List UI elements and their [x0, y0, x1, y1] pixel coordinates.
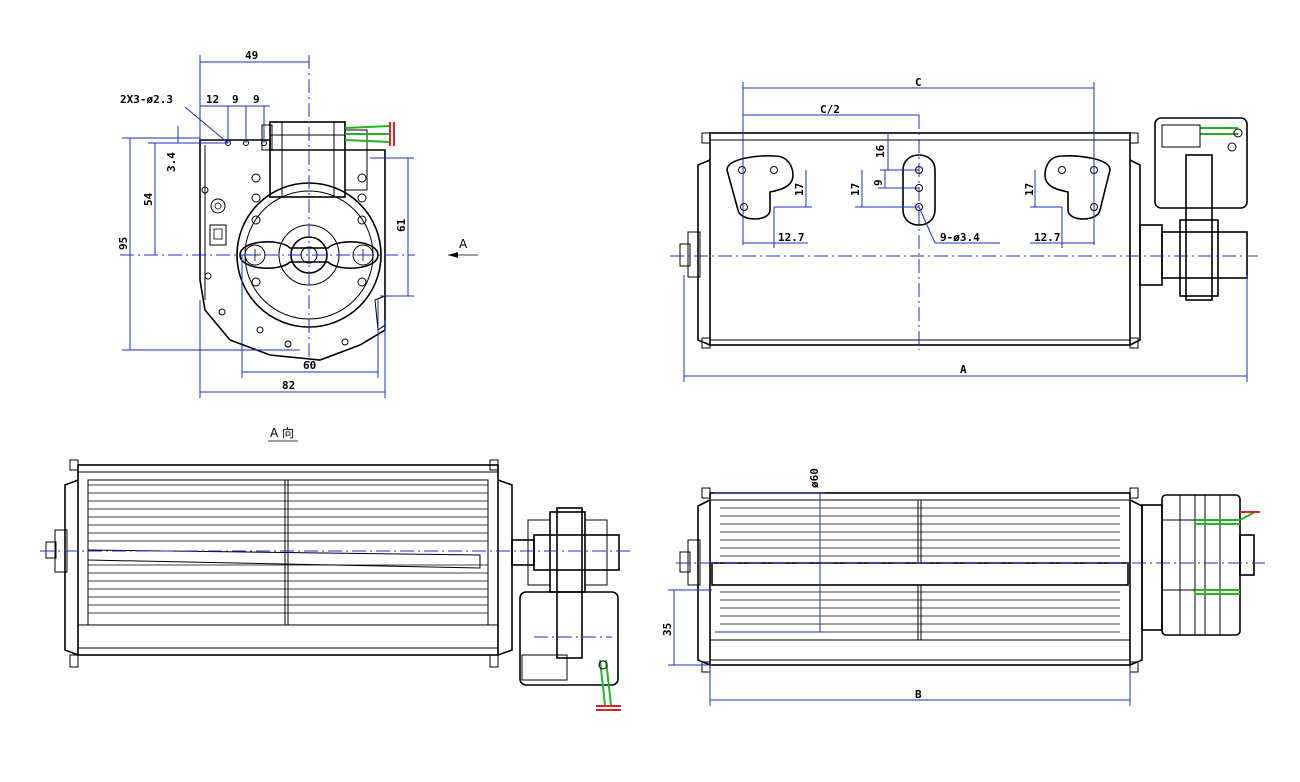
top-dim-16: 16 — [874, 144, 887, 158]
a-direction-view: A 向 — [40, 425, 630, 711]
top-dim-17-left: 17 — [793, 183, 806, 196]
side-dim-82: 82 — [282, 379, 295, 392]
top-dim-a: A — [960, 363, 967, 376]
top-view: C C/2 16 9 17 17 17 12.7 12.7 9-ø3.4 A — [670, 76, 1258, 382]
a-view-caption: A 向 — [270, 425, 294, 440]
front-dim-35: 35 — [661, 623, 674, 636]
side-dim-60: 60 — [303, 359, 316, 372]
side-view: 49 2X3-ø2.3 12 9 9 3.4 54 95 61 60 82 — [117, 49, 478, 398]
side-dim-95: 95 — [117, 237, 130, 250]
side-dim-9a: 9 — [232, 93, 239, 106]
front-dim-b: B — [915, 688, 922, 701]
side-dim-holes: 2X3-ø2.3 — [120, 93, 173, 106]
top-dim-12-7-left: 12.7 — [778, 231, 805, 244]
top-dim-12-7-right: 12.7 — [1034, 231, 1061, 244]
top-dim-c2: C/2 — [820, 103, 840, 116]
top-dim-17-mid: 17 — [849, 183, 862, 196]
side-dim-12: 12 — [206, 93, 219, 106]
top-dim-slots: 9-ø3.4 — [940, 231, 980, 244]
side-dim-3-4: 3.4 — [165, 152, 178, 172]
side-arrow-a: A — [459, 237, 468, 251]
front-dim-dia60: ø60 — [808, 468, 821, 488]
top-dim-17-right: 17 — [1023, 183, 1036, 196]
side-dim-54: 54 — [142, 192, 155, 206]
top-dim-9: 9 — [872, 179, 885, 186]
front-view: ø60 35 B — [661, 468, 1265, 706]
side-dim-61: 61 — [395, 218, 408, 232]
side-dim-9b: 9 — [253, 93, 260, 106]
side-dim-49: 49 — [245, 49, 258, 62]
top-dim-c: C — [915, 76, 922, 89]
